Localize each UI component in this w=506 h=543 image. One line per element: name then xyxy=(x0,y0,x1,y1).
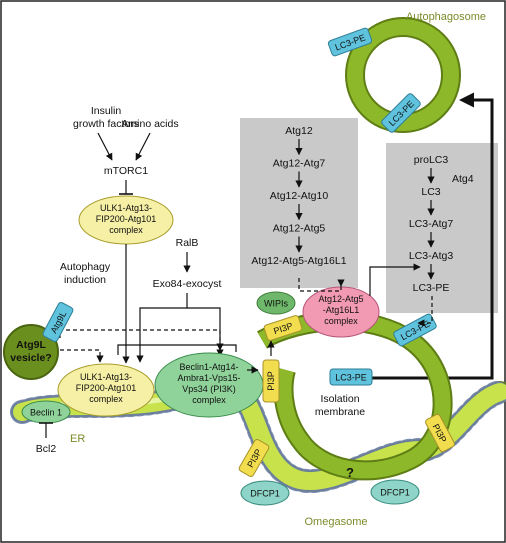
maturation-arrow xyxy=(358,92,494,380)
atg9l-vesicle-label-1: Atg9L xyxy=(16,339,46,351)
pi3p-tag-omegasome-left: PI3P xyxy=(238,439,270,477)
atg4-label: Atg4 xyxy=(452,173,474,185)
exo84-label: Exo84-exocyst xyxy=(153,278,222,290)
exo84-to-beclin-arrow xyxy=(187,307,224,357)
lc3pe-tag-autophagosome-1: LC3-PE xyxy=(327,27,373,57)
dfcp1-oval-left xyxy=(240,480,290,506)
beclin-complex-line-4: complex xyxy=(192,395,226,405)
atg9l-vesicle-label-2: vesicle? xyxy=(10,352,51,364)
atg12-step-3: Atg12-Atg5 xyxy=(273,223,326,235)
beclin1-label: Beclin 1 xyxy=(30,408,62,418)
wipis-oval xyxy=(256,291,296,315)
ulk-top-line-1: ULK1-Atg13- xyxy=(100,203,152,213)
atg12-step-1: Atg12-Atg7 xyxy=(273,158,326,170)
dfcp1-label-left: DFCP1 xyxy=(250,489,280,499)
atg12-step-0: Atg12 xyxy=(285,125,313,137)
lc3pe-tag-membrane-2: LC3-PE xyxy=(329,368,373,386)
omegasome-label: Omegasome xyxy=(305,516,368,528)
autophagosome-label: Autophagosome xyxy=(406,11,486,23)
lc3pe-to-membrane-dashed-arrow xyxy=(417,296,433,327)
lc3-step-4: LC3-PE xyxy=(413,282,450,294)
er-label: ER xyxy=(70,433,85,445)
pi3p-tag-er: PI3P xyxy=(262,359,280,403)
isolation-label-2: membrane xyxy=(315,406,365,418)
autophagy-label-1: Autophagy xyxy=(60,261,111,273)
atg12-complex-line-2: -Atg16L1 xyxy=(323,305,360,315)
insulin-arrow xyxy=(97,132,113,161)
ulk-top-line-2: FIP200-Atg101 xyxy=(96,214,157,224)
atg12-complex-line-3: complex xyxy=(324,316,358,326)
ulk-bottom-line-3: complex xyxy=(89,394,123,404)
isolation-label-1: Isolation xyxy=(320,393,359,405)
beclin-complex-line-3: Vps34 (PI3K) xyxy=(182,384,236,394)
svg-text:PI3P: PI3P xyxy=(266,371,276,391)
autophagy-label-2: induction xyxy=(64,274,106,286)
mtorc1-label: mTORC1 xyxy=(104,165,148,177)
atg9l-vesicle xyxy=(3,324,59,380)
lc3-step-3: LC3-Atg3 xyxy=(409,250,454,262)
dfcp1-oval-right xyxy=(370,479,420,505)
amino-acids-label: Amino acids xyxy=(121,118,178,130)
beclin-complex-line-1: Beclin1-Atg14- xyxy=(179,362,238,372)
atg9-to-ulk-dashed-arrow xyxy=(60,349,104,363)
ulk-bottom-line-1: ULK1-Atg13- xyxy=(80,372,132,382)
ulk-top-line-3: complex xyxy=(109,225,143,235)
beclin-complex-line-2: Ambra1-Vps15- xyxy=(177,373,240,383)
question-mark: ? xyxy=(346,465,354,480)
bcl2-label: Bcl2 xyxy=(36,443,57,455)
dfcp1-label-right: DFCP1 xyxy=(380,488,410,498)
pi3p-tag-omegasome-right: PI3P xyxy=(425,413,455,453)
atg12-step-4: Atg12-Atg5-Atg16L1 xyxy=(251,255,346,267)
atg12-step-2: Atg12-Atg10 xyxy=(270,190,329,202)
wipis-label: WIPIs xyxy=(264,299,288,309)
insulin-label-1: Insulin xyxy=(91,105,122,117)
atg12-panel-dashed-line xyxy=(298,278,342,292)
lc3-step-2: LC3-Atg7 xyxy=(409,218,454,230)
ulk-bottom-line-2: FIP200-Atg101 xyxy=(76,383,137,393)
lc3-panel xyxy=(386,143,498,313)
insulin-label-2: growth factors xyxy=(73,118,139,130)
pi3p-tag-rim: PI3P xyxy=(263,315,303,341)
exo84-to-ulk-arrow xyxy=(136,293,188,363)
svg-text:LC3-PE: LC3-PE xyxy=(335,373,367,383)
atg12-conjugation-steps: Atg12Atg12-Atg7Atg12-Atg10Atg12-Atg5Atg1… xyxy=(251,125,346,267)
ulk1-complex-bottom xyxy=(57,363,155,417)
atg9l-tag: Atg9L xyxy=(42,302,74,342)
lc3-step-0: proLC3 xyxy=(414,154,449,166)
complex-to-lc3-arrow xyxy=(369,263,421,296)
ralb-label: RalB xyxy=(176,237,199,249)
atg12-complex-line-1: Atg12-Atg5 xyxy=(318,294,363,304)
amino-arrow xyxy=(135,132,151,161)
lc3-step-1: LC3 xyxy=(421,186,440,198)
ulk-to-beclin-arrow xyxy=(117,344,237,355)
